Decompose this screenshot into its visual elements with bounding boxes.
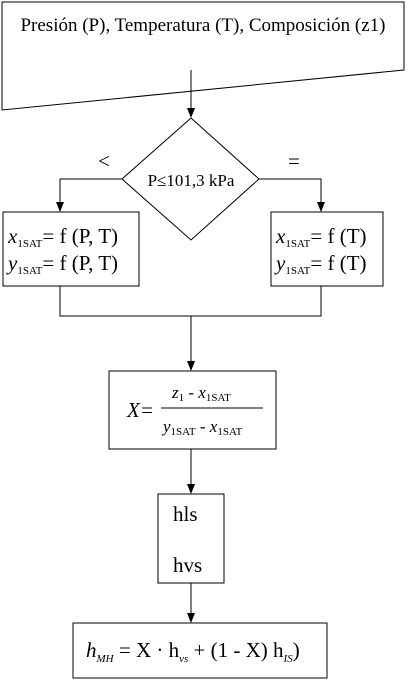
- input-shape: [1, 1, 405, 111]
- result-equation: hMH = X · hvs + (1 - X) hIS): [86, 638, 300, 665]
- decision-text: P≤101,3 kPa: [148, 171, 235, 190]
- fraction-lhs: X=: [126, 398, 154, 422]
- enthalpy-hls: hls: [173, 502, 198, 526]
- connector-right-branch: [259, 178, 325, 212]
- enthalpy-box: [157, 493, 225, 584]
- decision-right-label: =: [288, 149, 300, 173]
- fraction-box: [108, 370, 277, 450]
- input-text: Presión (P), Temperatura (T), Composició…: [20, 15, 385, 36]
- decision-left-label: <: [98, 149, 110, 173]
- result-box: [72, 622, 328, 679]
- left-y-line: y1SAT= f (P, T): [6, 251, 118, 277]
- decision-diamond: [121, 117, 260, 241]
- right-x-line: x1SAT= f (T): [275, 224, 367, 250]
- connector-merge: [59, 286, 322, 317]
- fraction-denominator: y1SAT - x1SAT: [161, 417, 243, 438]
- left-x-line: x1SAT= f (P, T): [7, 224, 118, 250]
- fraction-numerator: z1 - x1SAT: [171, 383, 231, 404]
- enthalpy-hvs: hvs: [173, 553, 202, 577]
- right-y-line: y1SAT= f (T): [274, 251, 367, 277]
- left-equation-box: [2, 211, 140, 287]
- right-equation-box: [270, 211, 384, 287]
- connector-left-branch: [56, 178, 122, 212]
